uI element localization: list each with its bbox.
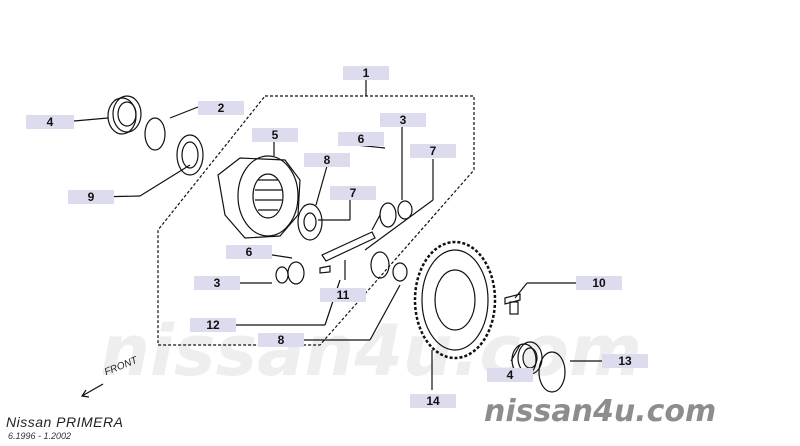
pinion-gear-lower: [287, 261, 305, 285]
callout-7: 7: [330, 186, 376, 200]
ring-gear-bolt: [504, 293, 521, 315]
pinion-gear-upper: [371, 202, 397, 231]
callout-4: 4: [487, 368, 533, 382]
front-arrow-icon: [80, 383, 104, 398]
callout-6: 6: [226, 245, 272, 259]
callout-6: 6: [338, 132, 384, 146]
shim-ring: [144, 117, 166, 151]
callout-13: 13: [602, 354, 648, 368]
callout-3: 3: [194, 276, 240, 290]
leader-line-10b: [514, 282, 528, 299]
callout-11: 11: [320, 288, 366, 302]
callout-8: 8: [258, 333, 304, 347]
vehicle-model-label: Nissan PRIMERA: [6, 414, 124, 430]
side-gear-lower: [370, 251, 408, 282]
callout-14: 14: [410, 394, 456, 408]
final-drive-ring-gear: [413, 240, 497, 360]
callout-3: 3: [380, 113, 426, 127]
leader-line-2: [169, 106, 199, 119]
callout-2: 2: [198, 101, 244, 115]
differential-case: [217, 155, 301, 239]
callout-12: 12: [190, 318, 236, 332]
pinion-washer-upper: [397, 200, 413, 220]
callout-4: 4: [26, 115, 74, 129]
leader-line-12b: [324, 279, 341, 326]
leader-line-4a: [73, 117, 109, 122]
lock-pin: [319, 265, 331, 274]
pinion-washer-lower: [275, 266, 289, 284]
callout-1: 1: [343, 66, 389, 80]
leader-line-8b2: [369, 284, 401, 341]
site-watermark: nissan4u.com: [484, 394, 717, 429]
production-date-range: 6.1996 - 1.2002: [8, 431, 72, 441]
assembly-boundary: [157, 95, 475, 346]
side-seal: [176, 134, 204, 176]
leader-line-9b: [139, 164, 191, 197]
side-gear-upper: [297, 203, 323, 241]
callout-9: 9: [68, 190, 114, 204]
o-ring-seal: [538, 351, 566, 393]
pinion-shaft: [321, 231, 376, 262]
callout-5: 5: [252, 128, 298, 142]
leader-line-7b2: [364, 199, 434, 251]
leader-line-8a: [315, 165, 328, 206]
side-bearing-left: [107, 95, 142, 135]
callout-7: 7: [410, 144, 456, 158]
callout-8: 8: [304, 153, 350, 167]
callout-10: 10: [576, 276, 622, 290]
